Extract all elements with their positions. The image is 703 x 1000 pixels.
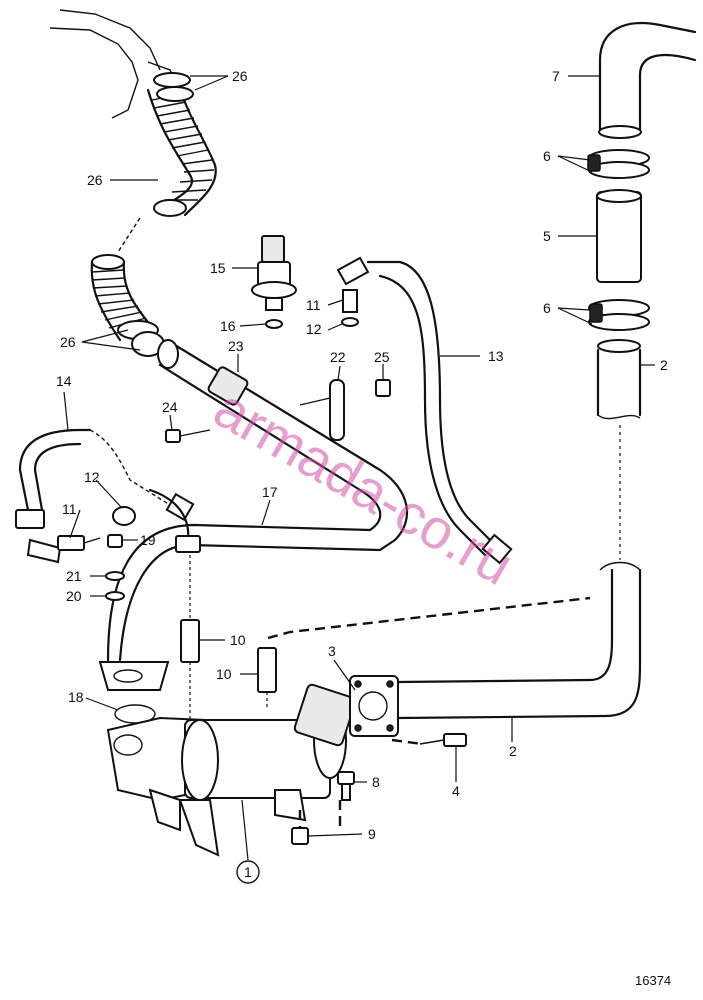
pipe-23 — [157, 339, 409, 552]
hose-14 — [15, 428, 195, 564]
label-4: 4 — [452, 783, 460, 799]
label-5: 5 — [543, 228, 551, 244]
label-16: 16 — [220, 318, 236, 334]
hose-13 — [366, 260, 513, 565]
hose-connection-line — [117, 217, 141, 253]
bolt-4 — [391, 733, 467, 747]
label-2-lower: 2 — [509, 743, 517, 759]
bolt-24 — [165, 429, 211, 443]
label-17: 17 — [262, 484, 278, 500]
label-19: 19 — [140, 532, 156, 548]
label-6-upper: 6 — [543, 148, 551, 164]
label-15: 15 — [210, 260, 226, 276]
label-11-lower: 11 — [62, 501, 77, 517]
pipe-7 — [598, 21, 697, 139]
label-26-top: 26 — [232, 68, 248, 84]
nipple-10-right — [257, 647, 277, 708]
clamp-6-upper — [587, 149, 650, 179]
nipple-10-left — [180, 555, 200, 720]
label-25: 25 — [374, 349, 390, 365]
fitting-11-lower — [57, 535, 101, 551]
pipe-17 — [98, 523, 382, 724]
label-18: 18 — [68, 689, 84, 705]
label-3: 3 — [328, 643, 336, 659]
nut-9 — [291, 800, 342, 845]
label-26-lower: 26 — [60, 334, 76, 350]
part-labels: 26 26 26 7 6 5 6 2 2 15 16 11 12 23 22 2… — [56, 68, 668, 884]
label-2-upper: 2 — [660, 357, 668, 373]
label-23: 23 — [228, 338, 244, 354]
label-14: 14 — [56, 373, 72, 389]
bolt-8 — [337, 771, 355, 801]
reference-number: 16374 — [635, 973, 671, 988]
label-8: 8 — [372, 774, 380, 790]
elbow-fitting-17 — [148, 488, 201, 553]
clamp-6-lower — [588, 299, 650, 331]
bellows-hose-lower — [90, 254, 165, 357]
sensor-15 — [251, 235, 297, 329]
nut-25 — [375, 379, 391, 397]
label-7: 7 — [552, 68, 560, 84]
label-1-circle — [236, 860, 260, 884]
label-11-upper: 11 — [306, 297, 321, 313]
label-24: 24 — [162, 399, 178, 415]
label-1: 1 — [244, 864, 252, 880]
hose-5 — [596, 189, 642, 283]
label-10-left: 10 — [230, 632, 246, 648]
label-21: 21 — [66, 568, 82, 584]
label-12-upper: 12 — [306, 321, 322, 337]
heat-exchanger — [106, 683, 357, 857]
label-20: 20 — [66, 588, 82, 604]
bolt-19-and-washers — [105, 534, 125, 601]
bracket-22 — [299, 379, 345, 441]
assembly-connection-line — [267, 596, 591, 640]
engine-outline — [49, 9, 176, 119]
label-9: 9 — [368, 826, 376, 842]
label-22: 22 — [330, 349, 346, 365]
label-10-right: 10 — [216, 666, 232, 682]
leader-lines — [63, 75, 655, 861]
label-6-lower: 6 — [543, 300, 551, 316]
watermark: armada-co.ru — [204, 376, 524, 597]
label-13: 13 — [488, 348, 504, 364]
label-12-lower: 12 — [84, 469, 100, 485]
pipe-2-upper — [596, 339, 642, 420]
washer-12-lower — [112, 506, 136, 526]
flange-and-pipe-2 — [349, 561, 642, 737]
fitting-11-upper — [336, 256, 370, 327]
label-26-middle: 26 — [87, 172, 103, 188]
bellows-hose-upper — [146, 72, 217, 217]
